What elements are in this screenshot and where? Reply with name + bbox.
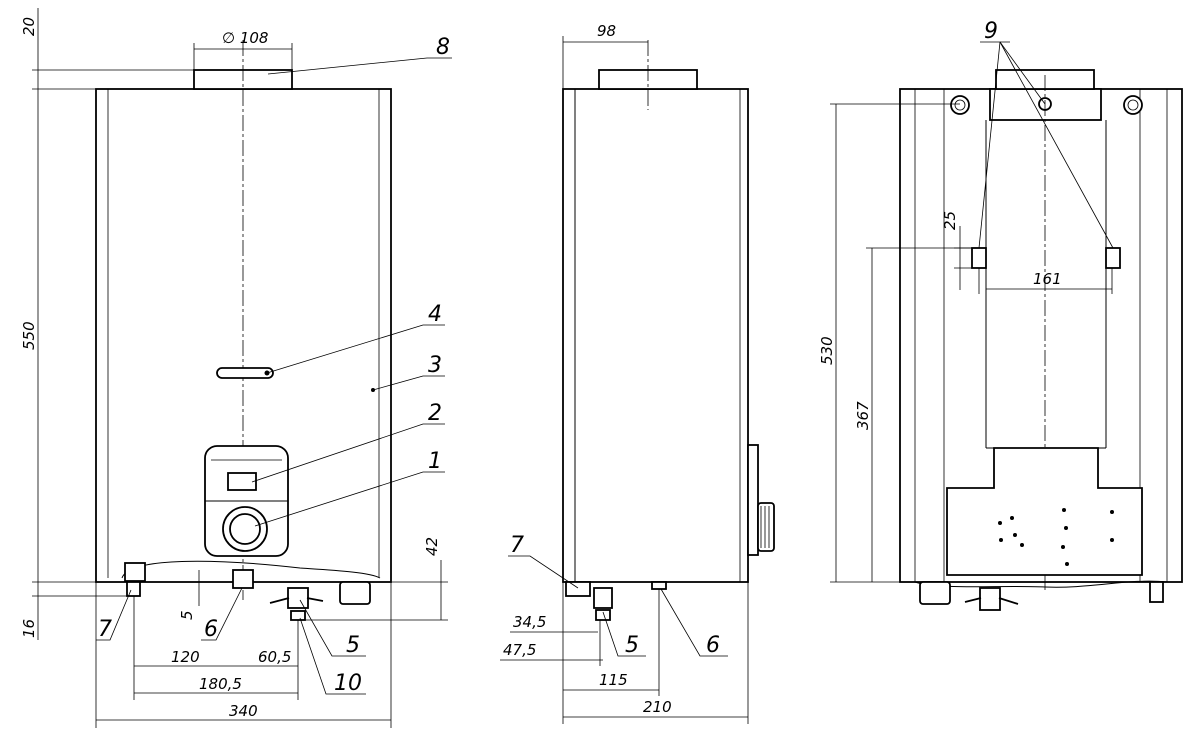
leader-3 (372, 375, 445, 391)
leader-2 (251, 423, 445, 483)
dim-top-offset: 20 (20, 17, 38, 36)
side-fitting-7 (565, 581, 591, 597)
side-dim-115: 115 (599, 671, 628, 689)
rear-leader-9-a (999, 41, 1046, 105)
side-fitting-6 (651, 581, 667, 590)
side-fitting-5 (593, 587, 613, 609)
side-callout-6: 6 (706, 633, 720, 658)
side-callout-5: 5 (625, 633, 639, 658)
leader-1 (254, 471, 445, 527)
side-body-outline (562, 88, 749, 583)
rear-dim-161: 161 (1033, 270, 1062, 288)
callout-2: 2 (428, 401, 442, 426)
rear-fitting-right (1149, 581, 1164, 603)
side-knob (757, 502, 775, 552)
dim-60-5: 60,5 (258, 648, 291, 666)
side-leader-6 (660, 588, 728, 657)
side-knob-housing (747, 444, 759, 556)
dim-340: 340 (229, 702, 258, 720)
rear-hook-left (971, 247, 987, 269)
callout-5: 5 (346, 633, 360, 658)
rear-mount-hole-right-inner (1127, 99, 1139, 111)
side-fitting-5-valve (595, 609, 611, 621)
rear-fitting-left (919, 581, 951, 605)
leader-6 (201, 587, 243, 641)
leader-10 (299, 617, 366, 695)
rear-lower-block (946, 447, 1143, 576)
callout-3: 3 (428, 353, 442, 378)
rear-dim-530: 530 (818, 336, 836, 365)
side-leader-5 (602, 611, 646, 657)
rear-view: 530 367 161 25 9 (818, 19, 1183, 611)
indicator-slot (216, 367, 274, 379)
control-knob-inner (229, 513, 261, 545)
leader-7 (96, 589, 132, 641)
side-view: 98 34,5 47,5 115 210 7 5 6 (500, 22, 775, 724)
rear-fitting-center-lever (964, 597, 1019, 605)
rear-mount-hole-left-inner (954, 99, 966, 111)
callout-6: 6 (204, 617, 218, 642)
side-callout-7: 7 (510, 533, 524, 558)
leader-4 (266, 324, 445, 374)
side-dim-210: 210 (643, 698, 672, 716)
front-fitting-7 (124, 562, 146, 582)
callout-8: 8 (436, 35, 450, 60)
rear-mount-hole-right (1123, 95, 1143, 115)
callout-1: 1 (428, 449, 442, 474)
dim-flue-diameter: ∅ 108 (222, 29, 268, 47)
rear-leader-9-c (999, 41, 1114, 249)
front-fitting-right (339, 581, 371, 605)
callout-10: 10 (334, 671, 362, 696)
dim-fitting-gap: 5 (178, 610, 196, 620)
front-fitting-5 (287, 587, 309, 609)
front-fitting-6 (232, 569, 254, 589)
dim-42: 42 (423, 537, 441, 556)
side-leader-7 (508, 555, 579, 589)
callout-7: 7 (98, 617, 112, 642)
side-dim-98: 98 (597, 22, 616, 40)
rear-vent-holes (998, 508, 1114, 566)
rear-dim-367: 367 (854, 401, 872, 430)
dim-height: 550 (20, 321, 38, 350)
side-dim-47-5: 47,5 (503, 641, 536, 659)
leader-8 (267, 57, 452, 75)
rear-mount-hole-left (950, 95, 970, 115)
rear-fitting-center (979, 587, 1001, 611)
rear-dim-25: 25 (941, 211, 959, 230)
display-window (227, 472, 257, 491)
dim-bottom-offset: 16 (20, 619, 38, 638)
leader-5 (299, 599, 366, 657)
dim-180-5: 180,5 (199, 675, 242, 693)
callout-4: 4 (428, 302, 442, 327)
rear-leader-9-b (978, 41, 1001, 249)
rear-hook-right (1105, 247, 1121, 269)
front-view: ∅ 108 20 550 16 42 5 120 60,5 180,5 340 (20, 8, 452, 728)
front-fitting-10 (290, 610, 306, 621)
dim-120: 120 (171, 648, 200, 666)
rear-callout-9: 9 (984, 19, 998, 44)
front-fitting-5-lever (269, 597, 324, 604)
side-knob-ribs (760, 506, 770, 548)
side-dim-34-5: 34,5 (513, 613, 546, 631)
